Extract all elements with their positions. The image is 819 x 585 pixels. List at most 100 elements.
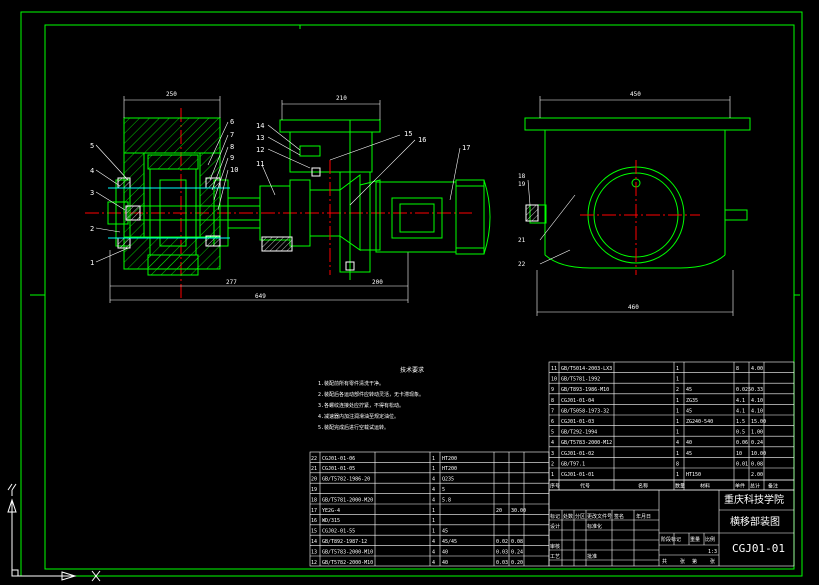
parts-row: 20 GB/T5782-1986-20 4 Q235 (311, 477, 454, 483)
svg-text:15: 15 (311, 529, 317, 535)
parts-row: 14 GB/T892-1987-12 4 45/45 0.02 0.08 (311, 539, 523, 545)
svg-text:2: 2 (676, 387, 679, 393)
svg-text:GB/T5781-2000-M20: GB/T5781-2000-M20 (322, 497, 373, 503)
balloon-14: 14 (256, 122, 264, 130)
parts-row: 8 CGJ01-01-04 1 ZG35 4.1 4.10 (551, 398, 763, 404)
svg-text:CGJ01-01-05: CGJ01-01-05 (322, 466, 355, 472)
tb-sheet-no-unit: 张 (710, 558, 715, 565)
parts-row: 5 GB/T292-1994 1 0.5 1.00 (551, 430, 763, 436)
tech-requirements: 技术要求 1.装配前所有零件清洗干净。 2.装配后各运动部件应转动灵活，无卡滞现… (318, 366, 424, 431)
tb-school: 重庆科技学院 (724, 493, 784, 506)
svg-text:4: 4 (432, 560, 435, 566)
parts-row: 15 CGJ02-01-55 1 45 (311, 529, 448, 535)
svg-text:0.08: 0.08 (751, 461, 763, 467)
balloon-4: 4 (90, 167, 94, 175)
svg-text:0.03: 0.03 (496, 560, 508, 566)
svg-text:12: 12 (311, 560, 317, 566)
svg-text:45: 45 (686, 387, 692, 393)
parts-row: 2 GB/T97.1 8 0.01 0.08 (551, 461, 763, 467)
svg-text:GB/T5014-2003-LX3: GB/T5014-2003-LX3 (561, 366, 612, 372)
tb-role-review: 审核 (550, 543, 560, 550)
drawing-frame (20, 11, 803, 577)
tb-label-count: 处数 (563, 513, 573, 520)
svg-text:ZG240-540: ZG240-540 (686, 419, 713, 425)
svg-text:22: 22 (311, 456, 317, 462)
svg-text:1: 1 (432, 508, 435, 514)
side-view[interactable]: 450 460 18 19 21 22 (518, 91, 751, 316)
svg-text:4: 4 (432, 497, 435, 503)
svg-text:16: 16 (311, 518, 317, 524)
svg-text:10.00: 10.00 (751, 451, 766, 457)
svg-text:4: 4 (551, 440, 554, 446)
svg-text:0.03: 0.03 (496, 549, 508, 555)
svg-text:1: 1 (432, 456, 435, 462)
svg-text:YE2G-4: YE2G-4 (322, 508, 340, 514)
parts-row: 21 CGJ01-01-05 1 HT200 (311, 466, 457, 472)
svg-text:8: 8 (736, 366, 739, 372)
svg-text:GB/T893-1986-M10: GB/T893-1986-M10 (561, 387, 609, 393)
balloon-2: 2 (90, 225, 94, 233)
svg-text:14: 14 (311, 539, 317, 545)
svg-text:649: 649 (255, 293, 266, 300)
title-block[interactable] (548, 489, 795, 567)
svg-text:20: 20 (311, 477, 317, 483)
tb-label-sign: 签名 (614, 513, 624, 520)
tech-req-line-2: 2.装配后各运动部件应转动灵活，无卡滞现象。 (318, 391, 424, 398)
svg-text:GB/T892-1987-12: GB/T892-1987-12 (322, 539, 367, 545)
tb-label-mark: 标记 (550, 513, 560, 520)
balloon-17: 17 (462, 144, 470, 152)
svg-text:45/45: 45/45 (442, 539, 457, 545)
balloon-1: 1 (90, 259, 94, 267)
parts-row: 4 GB/T5783-2000-M12 4 40 0.06 0.24 (551, 440, 763, 446)
parts-row: 11 GB/T5014-2003-LX3 1 8 4.00 (551, 366, 763, 372)
svg-text:4.1: 4.1 (736, 408, 745, 414)
svg-text:45: 45 (686, 451, 692, 457)
svg-text:19: 19 (311, 487, 317, 493)
motor-view[interactable]: 210 14 13 12 15 16 17 (256, 95, 491, 280)
svg-text:1: 1 (676, 430, 679, 436)
svg-text:1: 1 (432, 518, 435, 524)
svg-text:4: 4 (432, 549, 435, 555)
header-qty: 数量 (675, 483, 685, 490)
parts-list-left[interactable] (309, 451, 550, 567)
svg-text:250: 250 (166, 91, 177, 98)
svg-text:45: 45 (686, 408, 692, 414)
svg-text:0.025: 0.025 (736, 387, 751, 393)
tb-role-design: 设计 (550, 523, 560, 530)
svg-text:GB/T5781-1992: GB/T5781-1992 (561, 377, 600, 383)
svg-text:4.10: 4.10 (751, 398, 763, 404)
svg-text:45: 45 (442, 529, 448, 535)
tb-role-standard: 标准化 (587, 523, 602, 530)
svg-text:2.00: 2.00 (751, 472, 763, 478)
tb-stage-mark: 阶段标记 (661, 536, 681, 543)
balloon-7: 7 (230, 131, 234, 139)
svg-text:CGJ01-01-06: CGJ01-01-06 (322, 456, 355, 462)
balloon-3: 3 (90, 189, 94, 197)
svg-text:CGJ01-01-04: CGJ01-01-04 (561, 398, 594, 404)
tb-sheet-total: 共 (662, 558, 667, 565)
parts-row: 10 GB/T5781-1992 1 (551, 377, 679, 383)
svg-text:8: 8 (676, 461, 679, 467)
parts-list-right-text: 11 GB/T5014-2003-LX3 1 8 4.00 10 GB/T578… (551, 366, 766, 478)
svg-text:GB/T5783-2000-M12: GB/T5783-2000-M12 (561, 440, 612, 446)
svg-text:GB/T5782-2000-M10: GB/T5782-2000-M10 (322, 560, 373, 566)
svg-text:1: 1 (676, 451, 679, 457)
svg-text:15.00: 15.00 (751, 419, 766, 425)
tb-sheet-total-unit: 张 (680, 558, 685, 565)
svg-text:40: 40 (686, 440, 692, 446)
svg-text:1: 1 (676, 366, 679, 372)
svg-text:210: 210 (336, 95, 347, 102)
tech-req-line-5: 5.装配完成后进行空载试运转。 (318, 424, 389, 431)
svg-text:0.33: 0.33 (751, 387, 763, 393)
left-assembly-view[interactable]: 250 277 649 200 5 4 3 2 1 6 7 8 9 (85, 91, 472, 303)
svg-text:HT150: HT150 (686, 472, 701, 478)
header-material: 材料 (700, 483, 710, 490)
tb-role-process: 工艺 (550, 554, 560, 560)
svg-text:0.24: 0.24 (751, 440, 763, 446)
parts-row: 17 YE2G-4 1 20 30.00 (311, 508, 526, 514)
tb-drawing-no: CGJ01-01 (732, 542, 785, 555)
svg-text:7: 7 (551, 408, 554, 414)
tech-req-line-3: 3.各螺纹连接处应拧紧，不得有松动。 (318, 402, 404, 409)
svg-text:6: 6 (551, 419, 554, 425)
